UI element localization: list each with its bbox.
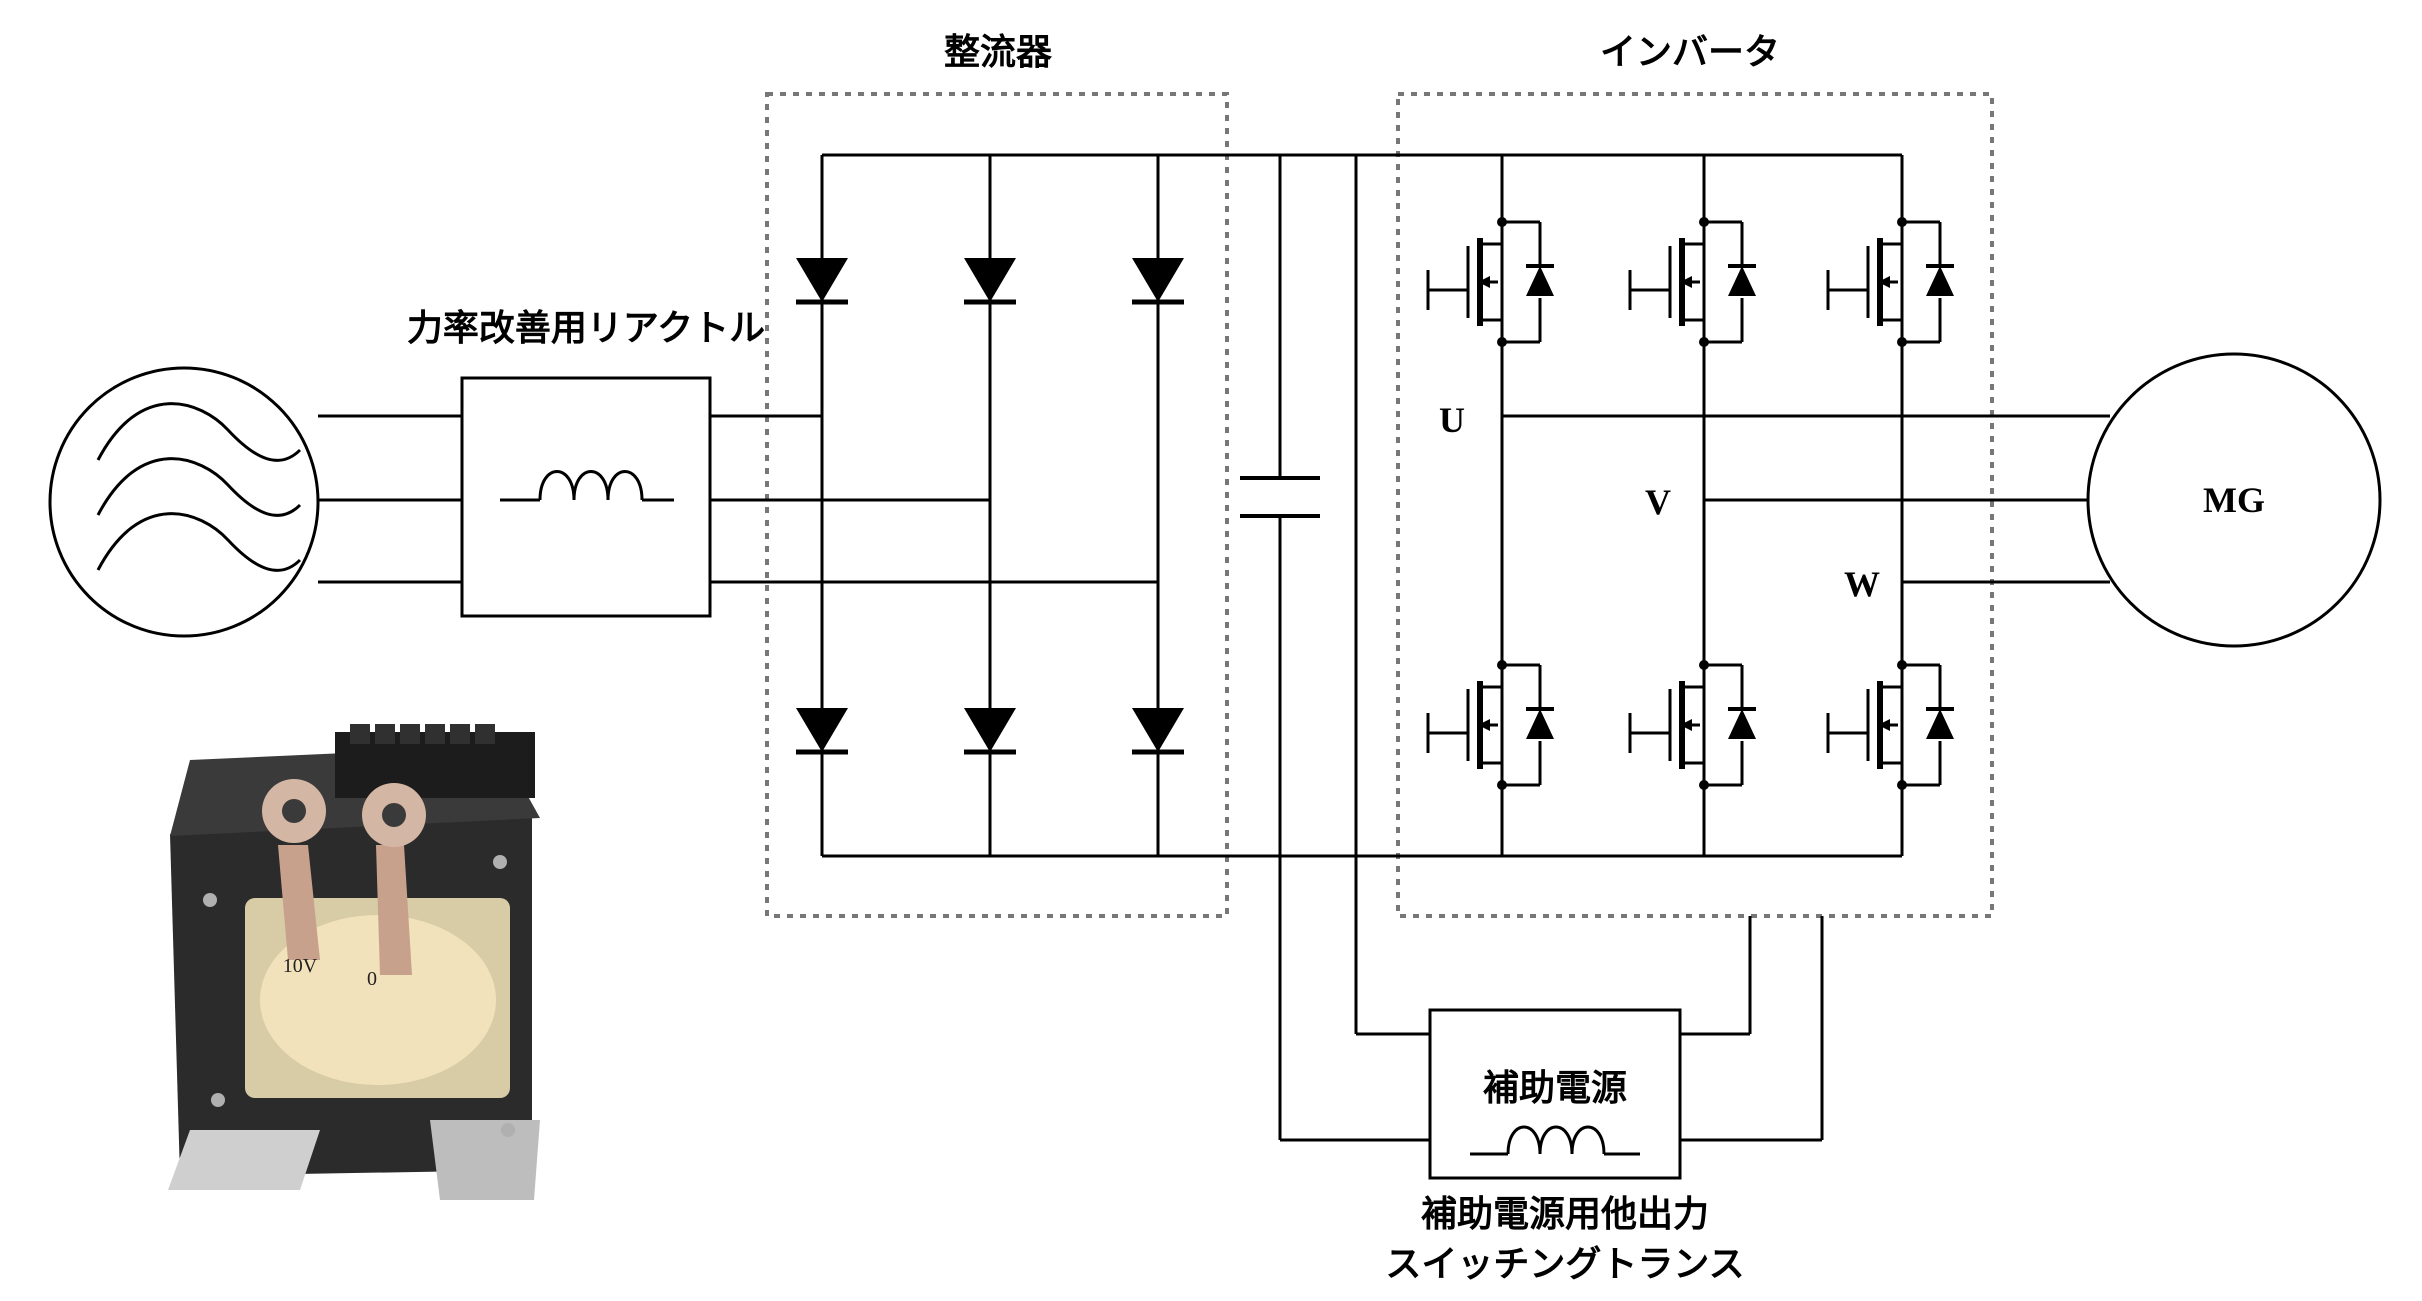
transformer-label-line1: 補助電源用他出力 — [1421, 1194, 1709, 1235]
photo-tag-left: 10V — [283, 955, 318, 977]
inverter-switches — [1428, 155, 1954, 856]
motor-generator-symbol — [2086, 352, 2382, 648]
rectifier-box — [765, 92, 1229, 918]
inverter-label: インバータ — [1600, 32, 1780, 73]
ac-source-symbol — [48, 366, 320, 638]
motor-label: MG — [2203, 480, 2265, 520]
aux-supply-box — [1428, 1008, 1682, 1180]
transformer-label-line2: スイッチングトランス — [1385, 1244, 1744, 1285]
inverter-box — [1396, 92, 1994, 918]
rectifier-diodes — [796, 155, 1184, 856]
phase-v-label: V — [1645, 482, 1671, 522]
phase-w-label: W — [1844, 564, 1880, 604]
reactor-symbol — [460, 376, 712, 618]
dc-link-capacitor — [1240, 155, 1430, 1142]
transformer-photo: 10V 0 — [168, 724, 540, 1200]
reactor-label: 力率改善用リアクトル — [407, 308, 765, 349]
rectifier-label: 整流器 — [944, 32, 1053, 73]
aux-supply-label: 補助電源 — [1483, 1068, 1627, 1109]
photo-tag-right: 0 — [367, 968, 377, 990]
phase-u-label: U — [1439, 400, 1465, 440]
